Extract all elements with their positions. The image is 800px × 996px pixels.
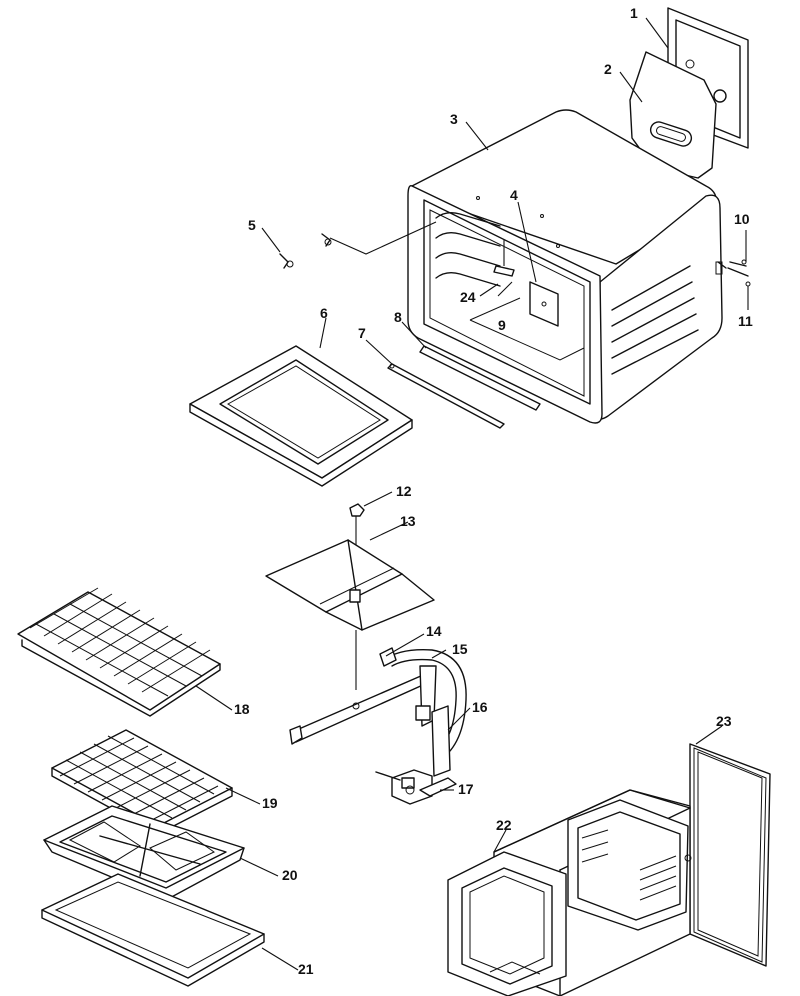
callout-11: 11	[738, 313, 753, 329]
callout-8: 8	[394, 309, 402, 325]
callout-22: 22	[496, 817, 512, 833]
part-14-16-burner-assembly	[289, 630, 467, 777]
callout-5: 5	[248, 217, 256, 233]
callout-24: 24	[460, 289, 476, 305]
callout-21: 21	[298, 961, 314, 977]
part-10-11-screws	[715, 259, 751, 287]
part-6-door-glass	[189, 345, 413, 487]
part-2-vent-cover	[629, 51, 727, 179]
part-22-23-oven-duct	[447, 743, 771, 996]
callout-19: 19	[262, 795, 278, 811]
callout-16: 16	[472, 699, 488, 715]
callout-3: 3	[450, 111, 458, 127]
callout-7: 7	[358, 325, 366, 341]
leader-lines	[195, 17, 749, 971]
callout-18: 18	[234, 701, 250, 717]
part-5-bracket-screws	[279, 221, 437, 269]
callout-14: 14	[426, 623, 442, 639]
callout-6: 6	[320, 305, 328, 321]
part-13-burner-baffle	[265, 539, 435, 631]
part-3-oven-liner	[407, 109, 723, 424]
part-20-broiler-pan	[43, 805, 245, 901]
part-17-gas-valve	[375, 769, 457, 805]
part-18-oven-rack	[17, 587, 221, 717]
callout-20: 20	[282, 867, 298, 883]
part-4-cover-plate	[529, 281, 559, 327]
part-21-drip-tray	[41, 873, 265, 987]
callout-9: 9	[498, 317, 506, 333]
callout-2: 2	[604, 61, 612, 77]
callout-13: 13	[400, 513, 416, 529]
part-9-clip	[493, 240, 515, 277]
callout-17: 17	[458, 781, 474, 797]
callout-15: 15	[452, 641, 468, 657]
callout-4: 4	[510, 187, 518, 203]
callout-numbers: 1 2 3 4 5 6 7 8 9 10 11 12 13 14 15 16 1…	[234, 5, 753, 977]
part-8-strip	[419, 345, 541, 411]
callout-12: 12	[396, 483, 412, 499]
part-19-broiler-grid	[51, 729, 233, 835]
callout-1: 1	[630, 5, 638, 21]
callout-10: 10	[734, 211, 750, 227]
callout-23: 23	[716, 713, 732, 729]
